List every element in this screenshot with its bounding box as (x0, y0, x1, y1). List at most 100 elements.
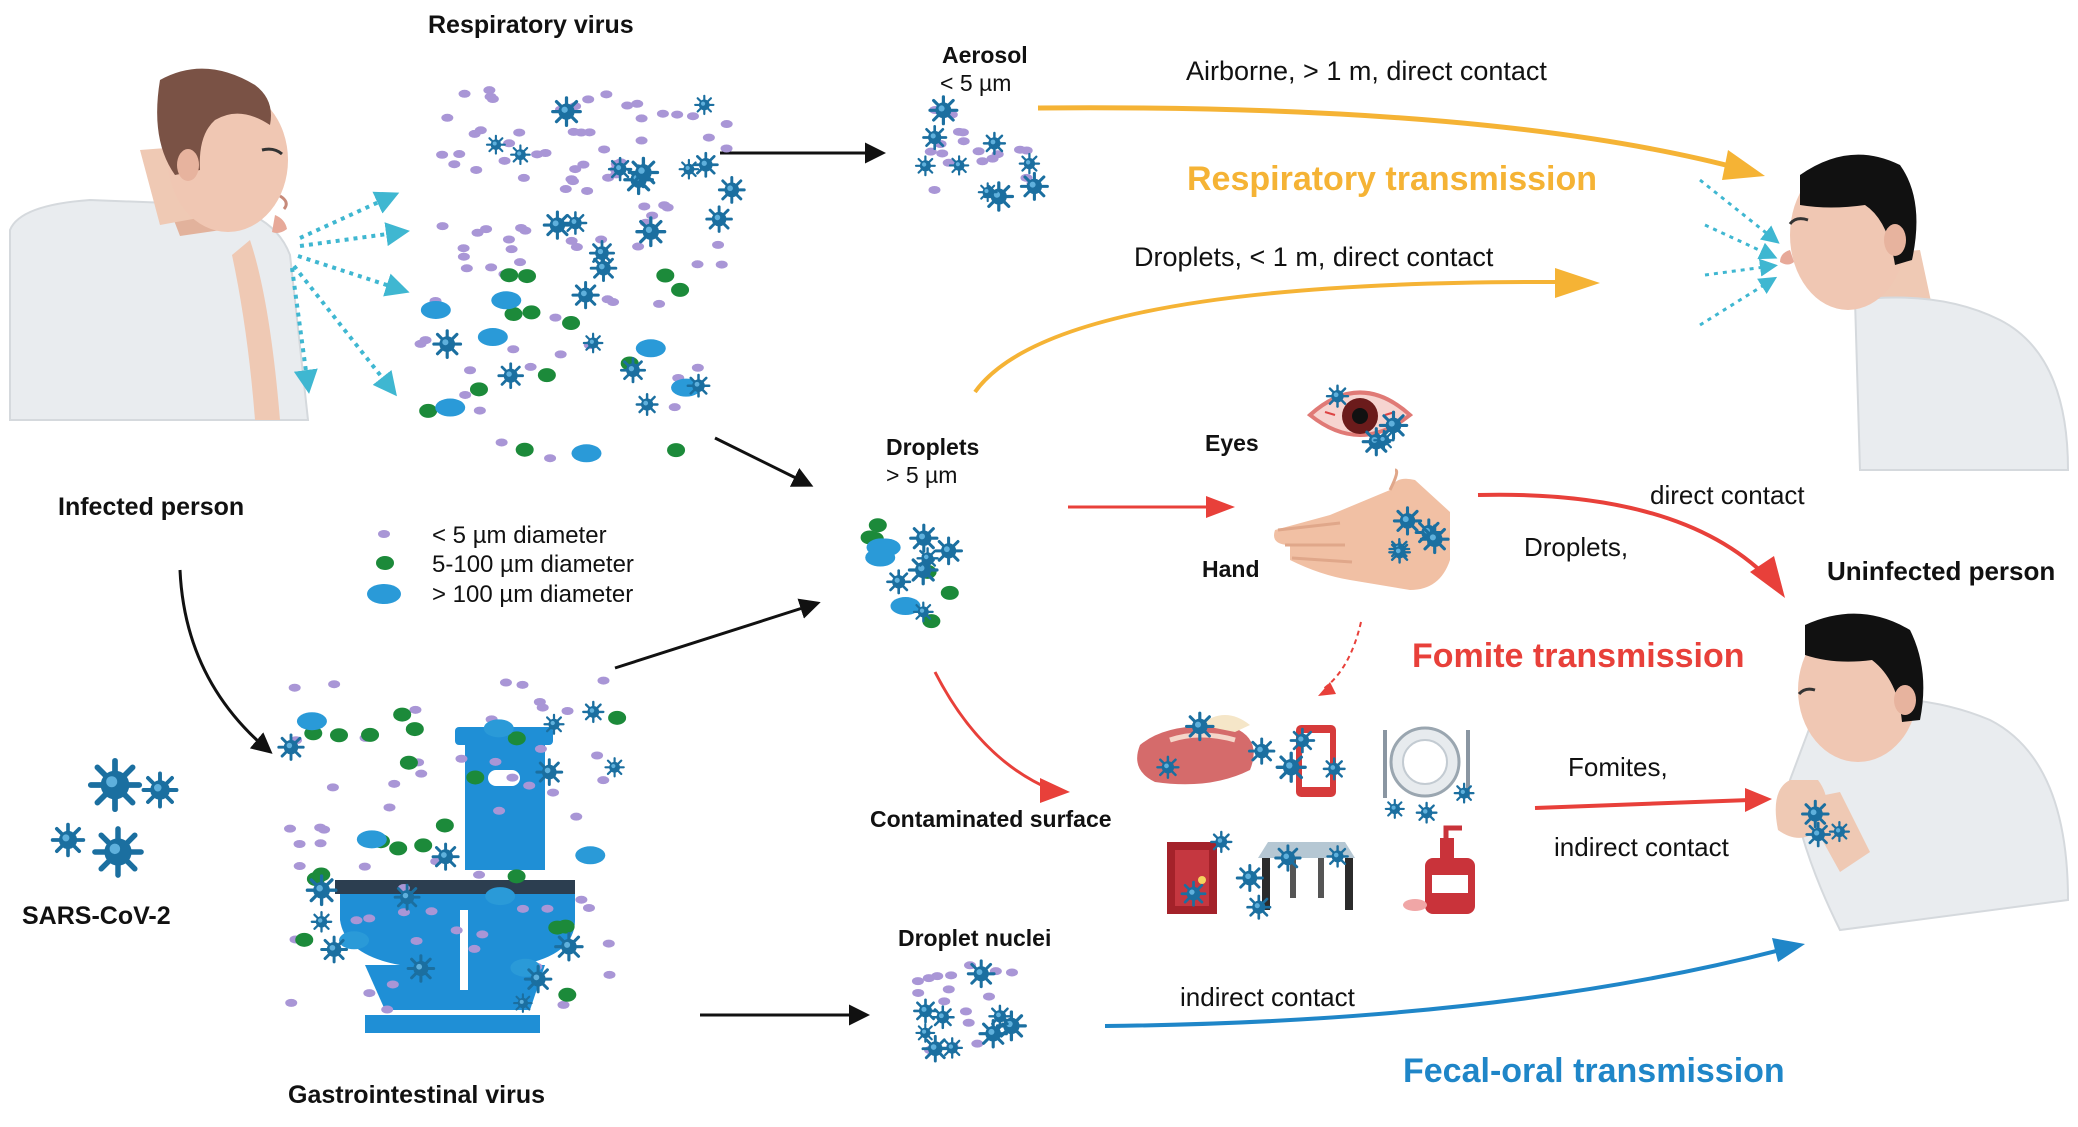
direct-contact-label: direct contact (1650, 480, 1805, 510)
exhale-arrows (290, 191, 410, 397)
virus-icon (1419, 524, 1450, 555)
virus-icon (1322, 757, 1346, 781)
particle-cloud (277, 86, 1850, 1063)
virus-icon (909, 523, 939, 553)
virus-icon (1275, 751, 1307, 783)
virus-icon (977, 182, 998, 203)
virus-icon (1805, 821, 1831, 848)
sars-cov-2-label: SARS-CoV-2 (22, 902, 171, 930)
respiratory-small-particles (436, 86, 746, 282)
fomite-transmission-title: Fomite transmission (1412, 637, 1745, 675)
route-arrows (933, 105, 1805, 1028)
virus-icon (928, 95, 959, 126)
virus-icon (1828, 821, 1850, 843)
respiratory-large-particles (414, 268, 711, 463)
virus-icon (551, 96, 582, 127)
virus-icon (886, 569, 912, 595)
virus-icon (523, 964, 553, 994)
virus-icon (692, 151, 719, 178)
virus-icon (1019, 171, 1049, 201)
virus-icon (1801, 799, 1830, 829)
virus-icon (1325, 384, 1350, 408)
virus-icon (627, 156, 660, 189)
contaminated-surface-label: Contaminated surface (870, 806, 1112, 832)
legend-medium-particle-icon (376, 556, 394, 570)
virus-icon (582, 332, 604, 354)
virus-icon (543, 713, 565, 735)
virus-icon (485, 134, 506, 155)
virus-icon (1289, 727, 1316, 754)
sars-cov-2-virus-group (50, 761, 179, 875)
aerosol-size-label: < 5 µm (940, 70, 1012, 96)
virus-icon (1156, 755, 1180, 779)
respiratory-virus-label: Respiratory virus (428, 11, 634, 39)
infected-person-label: Infected person (58, 493, 245, 521)
droplets-label: Droplets (886, 434, 980, 460)
droplet-particles (860, 518, 963, 629)
virus-icon (678, 158, 700, 180)
virus-icon (1415, 801, 1438, 824)
virus-icon (1018, 152, 1041, 175)
virus-icon (393, 883, 421, 911)
virus-icon (930, 1005, 955, 1030)
virus-icon (277, 733, 305, 761)
virus-icon (571, 280, 600, 310)
virus-icon (510, 144, 531, 166)
virus-icon (966, 959, 996, 989)
gastrointestinal-virus-label: Gastrointestinal virus (288, 1081, 546, 1109)
virus-icon (1274, 844, 1302, 872)
droplets-comma-label: Droplets, (1524, 532, 1629, 562)
virus-icon (934, 536, 963, 566)
virus-icon (717, 176, 746, 204)
virus-icon (604, 757, 625, 778)
virus-icon (922, 124, 948, 151)
legend-large-particle-icon (367, 584, 401, 604)
soap-icon (1403, 825, 1475, 914)
virus-icon (635, 392, 659, 417)
virus-icon (619, 357, 647, 384)
droplet-nuclei-particles (911, 959, 1027, 1063)
respiratory-transmission-title: Respiratory transmission (1187, 160, 1598, 198)
virus-icon (1246, 894, 1272, 920)
hand-icon (1274, 468, 1450, 590)
infected-person-icon (9, 68, 310, 421)
fomites-label: Fomites, (1568, 752, 1668, 782)
aerosol-particles (914, 95, 1049, 212)
door-icon (1167, 842, 1217, 914)
virus-icon (705, 205, 733, 233)
uninfected-person-bottom-icon (1775, 613, 2070, 932)
hand-label: Hand (1202, 556, 1260, 582)
virus-icon (912, 601, 934, 623)
droplets-size-label: > 5 µm (886, 462, 958, 488)
virus-icon (635, 216, 667, 248)
plate-icon (1383, 726, 1470, 798)
droplets-route-label: Droplets, < 1 m, direct contact (1134, 242, 1494, 272)
virus-icon (535, 758, 564, 786)
virus-icon (921, 1034, 950, 1063)
virus-icon (686, 373, 711, 398)
aerosol-label: Aerosol (942, 42, 1028, 68)
virus-icon (513, 993, 533, 1013)
virus-icon (694, 94, 715, 116)
indirect-contact-fomite-label: indirect contact (1554, 832, 1729, 862)
virus-icon (982, 131, 1007, 156)
legend-small-particle-icon (378, 530, 390, 538)
virus-icon (1235, 863, 1264, 893)
virus-icon (1453, 782, 1475, 804)
legend-medium-label: 5-100 µm diameter (432, 551, 634, 578)
virus-icon (406, 954, 436, 983)
virus-icon (1180, 880, 1207, 907)
virus-icon (554, 931, 584, 962)
virus-icon (988, 1004, 1012, 1028)
virus-icon (1378, 410, 1409, 441)
virus-icon (1185, 711, 1215, 742)
virus-icon (432, 329, 463, 359)
virus-icon (589, 254, 618, 282)
virus-icon (1388, 540, 1412, 564)
virus-icon (1248, 737, 1276, 765)
fecal-oral-transmission-title: Fecal-oral transmission (1403, 1052, 1785, 1090)
gastro-particles (277, 676, 627, 1014)
airborne-route-label: Airborne, > 1 m, direct contact (1186, 56, 1547, 86)
virus-icon (915, 1022, 936, 1043)
